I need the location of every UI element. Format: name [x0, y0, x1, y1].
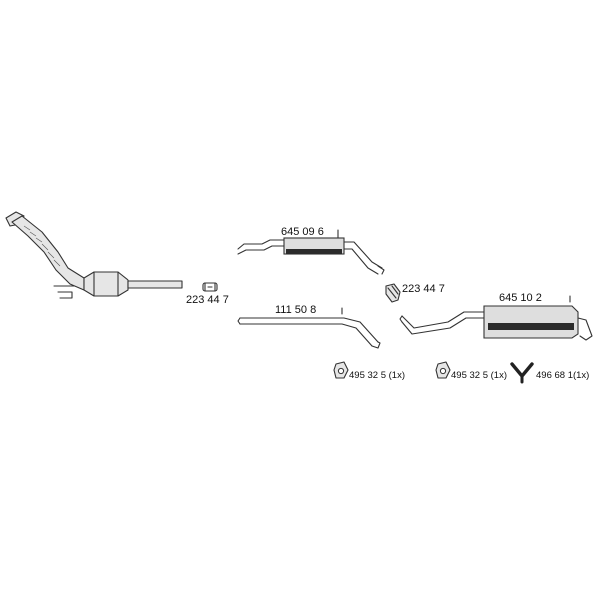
rubber-mount-2-part-number: 495 32 5 (1x) [451, 370, 507, 381]
front-muffler-part-number: 645 09 6 [281, 226, 324, 238]
clamp-icon[interactable] [385, 283, 401, 303]
middle-pipe-part-number: 111 50 8 [275, 304, 316, 316]
front-pipe-catalytic-converter[interactable] [5, 211, 183, 299]
rubber-mount-1-part-number: 495 32 5 (1x) [349, 370, 405, 381]
rear-muffler[interactable] [399, 295, 593, 341]
y-hanger-icon[interactable] [510, 362, 534, 384]
clamp-icon[interactable] [202, 282, 218, 292]
front-muffler[interactable] [237, 229, 385, 275]
hanger-part-number: 496 68 1(1x) [536, 370, 589, 381]
clamp-1-part-number: 223 44 7 [186, 294, 229, 306]
rubber-mount-icon[interactable] [435, 361, 451, 379]
rear-muffler-part-number: 645 10 2 [499, 292, 542, 304]
clamp-2-part-number: 223 44 7 [402, 283, 445, 295]
rubber-mount-icon[interactable] [333, 361, 349, 379]
middle-pipe[interactable] [237, 307, 381, 349]
